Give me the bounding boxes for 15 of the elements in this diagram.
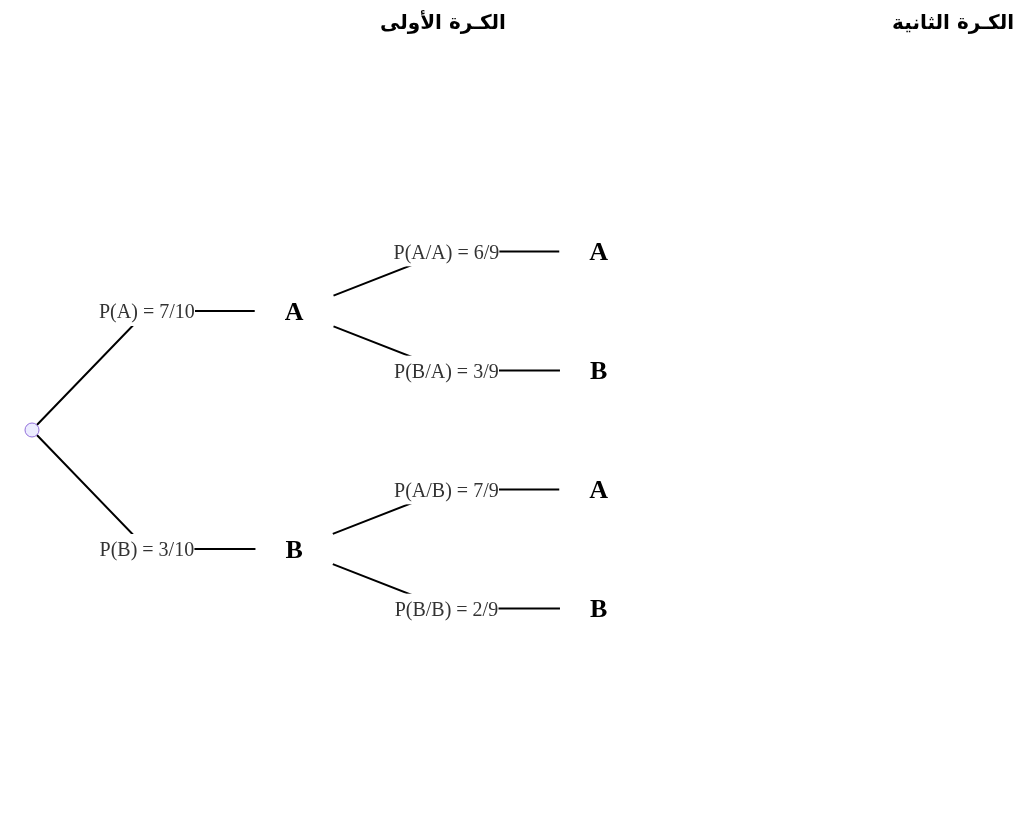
node-text: B bbox=[589, 594, 608, 623]
column-heading: الكـرة الثانية bbox=[892, 10, 1014, 34]
node-text: A bbox=[589, 237, 609, 266]
node-text: A bbox=[284, 296, 304, 326]
edge-label: P(B/A) = 3/9 bbox=[394, 359, 499, 382]
column-heading: الكـرة الأولى bbox=[380, 10, 506, 34]
node-text: B bbox=[285, 534, 303, 564]
edge-label: P(B) = 3/10 bbox=[99, 538, 195, 560]
edge-label: P(A/B) = 7/9 bbox=[394, 478, 499, 501]
node-text: B bbox=[589, 356, 608, 385]
node-point bbox=[24, 422, 40, 438]
edge-label: P(A) = 7/10 bbox=[99, 300, 195, 322]
edge-label: P(A/A) = 6/9 bbox=[393, 240, 500, 263]
node-text: A bbox=[589, 475, 609, 504]
edge-label: P(B/B) = 2/9 bbox=[394, 597, 499, 620]
